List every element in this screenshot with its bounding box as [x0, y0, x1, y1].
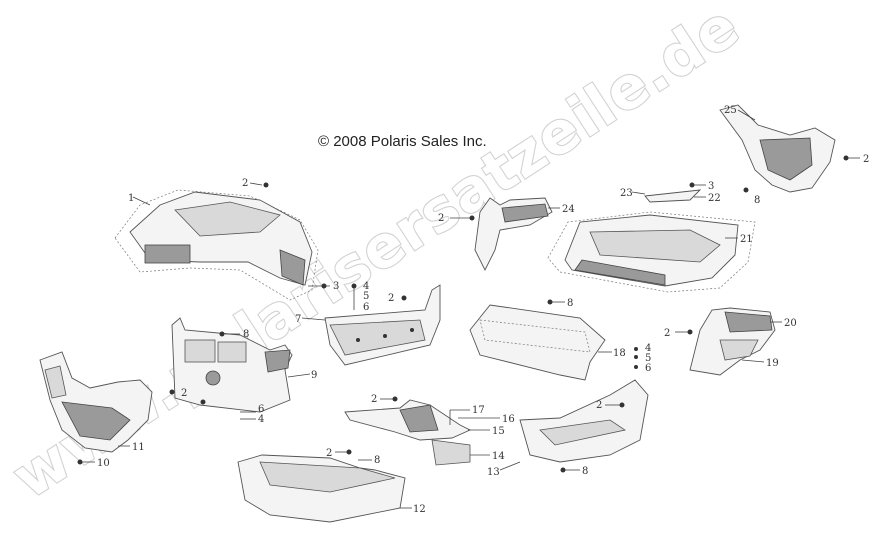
callout-2: 2	[326, 448, 332, 459]
callout-12: 12	[413, 504, 426, 515]
callout-22: 22	[708, 193, 721, 204]
part-11-front-fascia	[39, 351, 153, 453]
part-7-panel	[324, 284, 441, 366]
part-1-hood	[114, 189, 319, 301]
part-24-side-panel	[474, 197, 553, 272]
callout-11: 11	[132, 442, 145, 453]
part-20-side-panel	[689, 307, 776, 376]
callout-10: 10	[97, 458, 110, 469]
copyright-notice: © 2008 Polaris Sales Inc.	[318, 133, 487, 150]
callout-21: 21	[740, 234, 753, 245]
callout-6: 6	[258, 404, 264, 415]
callout-6: 6	[363, 302, 369, 313]
callout-2: 2	[596, 400, 602, 411]
callout-4: 4	[363, 281, 369, 292]
callout-5: 5	[363, 291, 369, 302]
callout-2: 2	[863, 154, 869, 165]
callout-16: 16	[502, 414, 515, 425]
callout-8: 8	[567, 298, 573, 309]
callout-24: 24	[562, 204, 575, 215]
callout-2: 2	[181, 388, 187, 399]
callout-14: 14	[492, 451, 505, 462]
part-21-cargo-box	[547, 211, 756, 293]
callout-18: 18	[613, 348, 626, 359]
callout-2: 2	[438, 213, 444, 224]
callout-23: 23	[620, 188, 633, 199]
part-14-center-console	[344, 399, 472, 466]
callout-13: 13	[487, 467, 500, 478]
part-13-floor-panel	[519, 379, 649, 463]
callout-15: 15	[492, 426, 505, 437]
callout-2: 2	[388, 293, 394, 304]
callout-3: 3	[333, 281, 339, 292]
callout-25: 25	[724, 105, 737, 116]
callout-17: 17	[472, 405, 485, 416]
part-25-rear-fascia	[719, 104, 836, 193]
callout-7: 7	[295, 314, 301, 325]
callout-2: 2	[242, 178, 248, 189]
callout-19: 19	[766, 358, 779, 369]
callout-9: 9	[311, 370, 317, 381]
callout-8: 8	[582, 466, 588, 477]
callout-2: 2	[371, 394, 377, 405]
callout-8: 8	[243, 329, 249, 340]
part-12-front-tub	[237, 454, 406, 523]
callout-6: 6	[645, 363, 651, 374]
part-18-cargo-pan	[469, 304, 606, 381]
callout-1: 1	[128, 193, 134, 204]
callout-20: 20	[784, 318, 797, 329]
part-9-firewall	[171, 317, 293, 413]
callout-4: 4	[645, 343, 651, 354]
callout-labels: 1 2 3 4 5 6 2 7 8 9 2 6 4 11 10 12 2 8 2…	[97, 105, 869, 515]
callout-8: 8	[754, 195, 760, 206]
callout-3: 3	[708, 181, 714, 192]
callout-2: 2	[664, 328, 670, 339]
callout-5: 5	[645, 353, 651, 364]
callout-4: 4	[258, 414, 264, 425]
callout-8: 8	[374, 455, 380, 466]
